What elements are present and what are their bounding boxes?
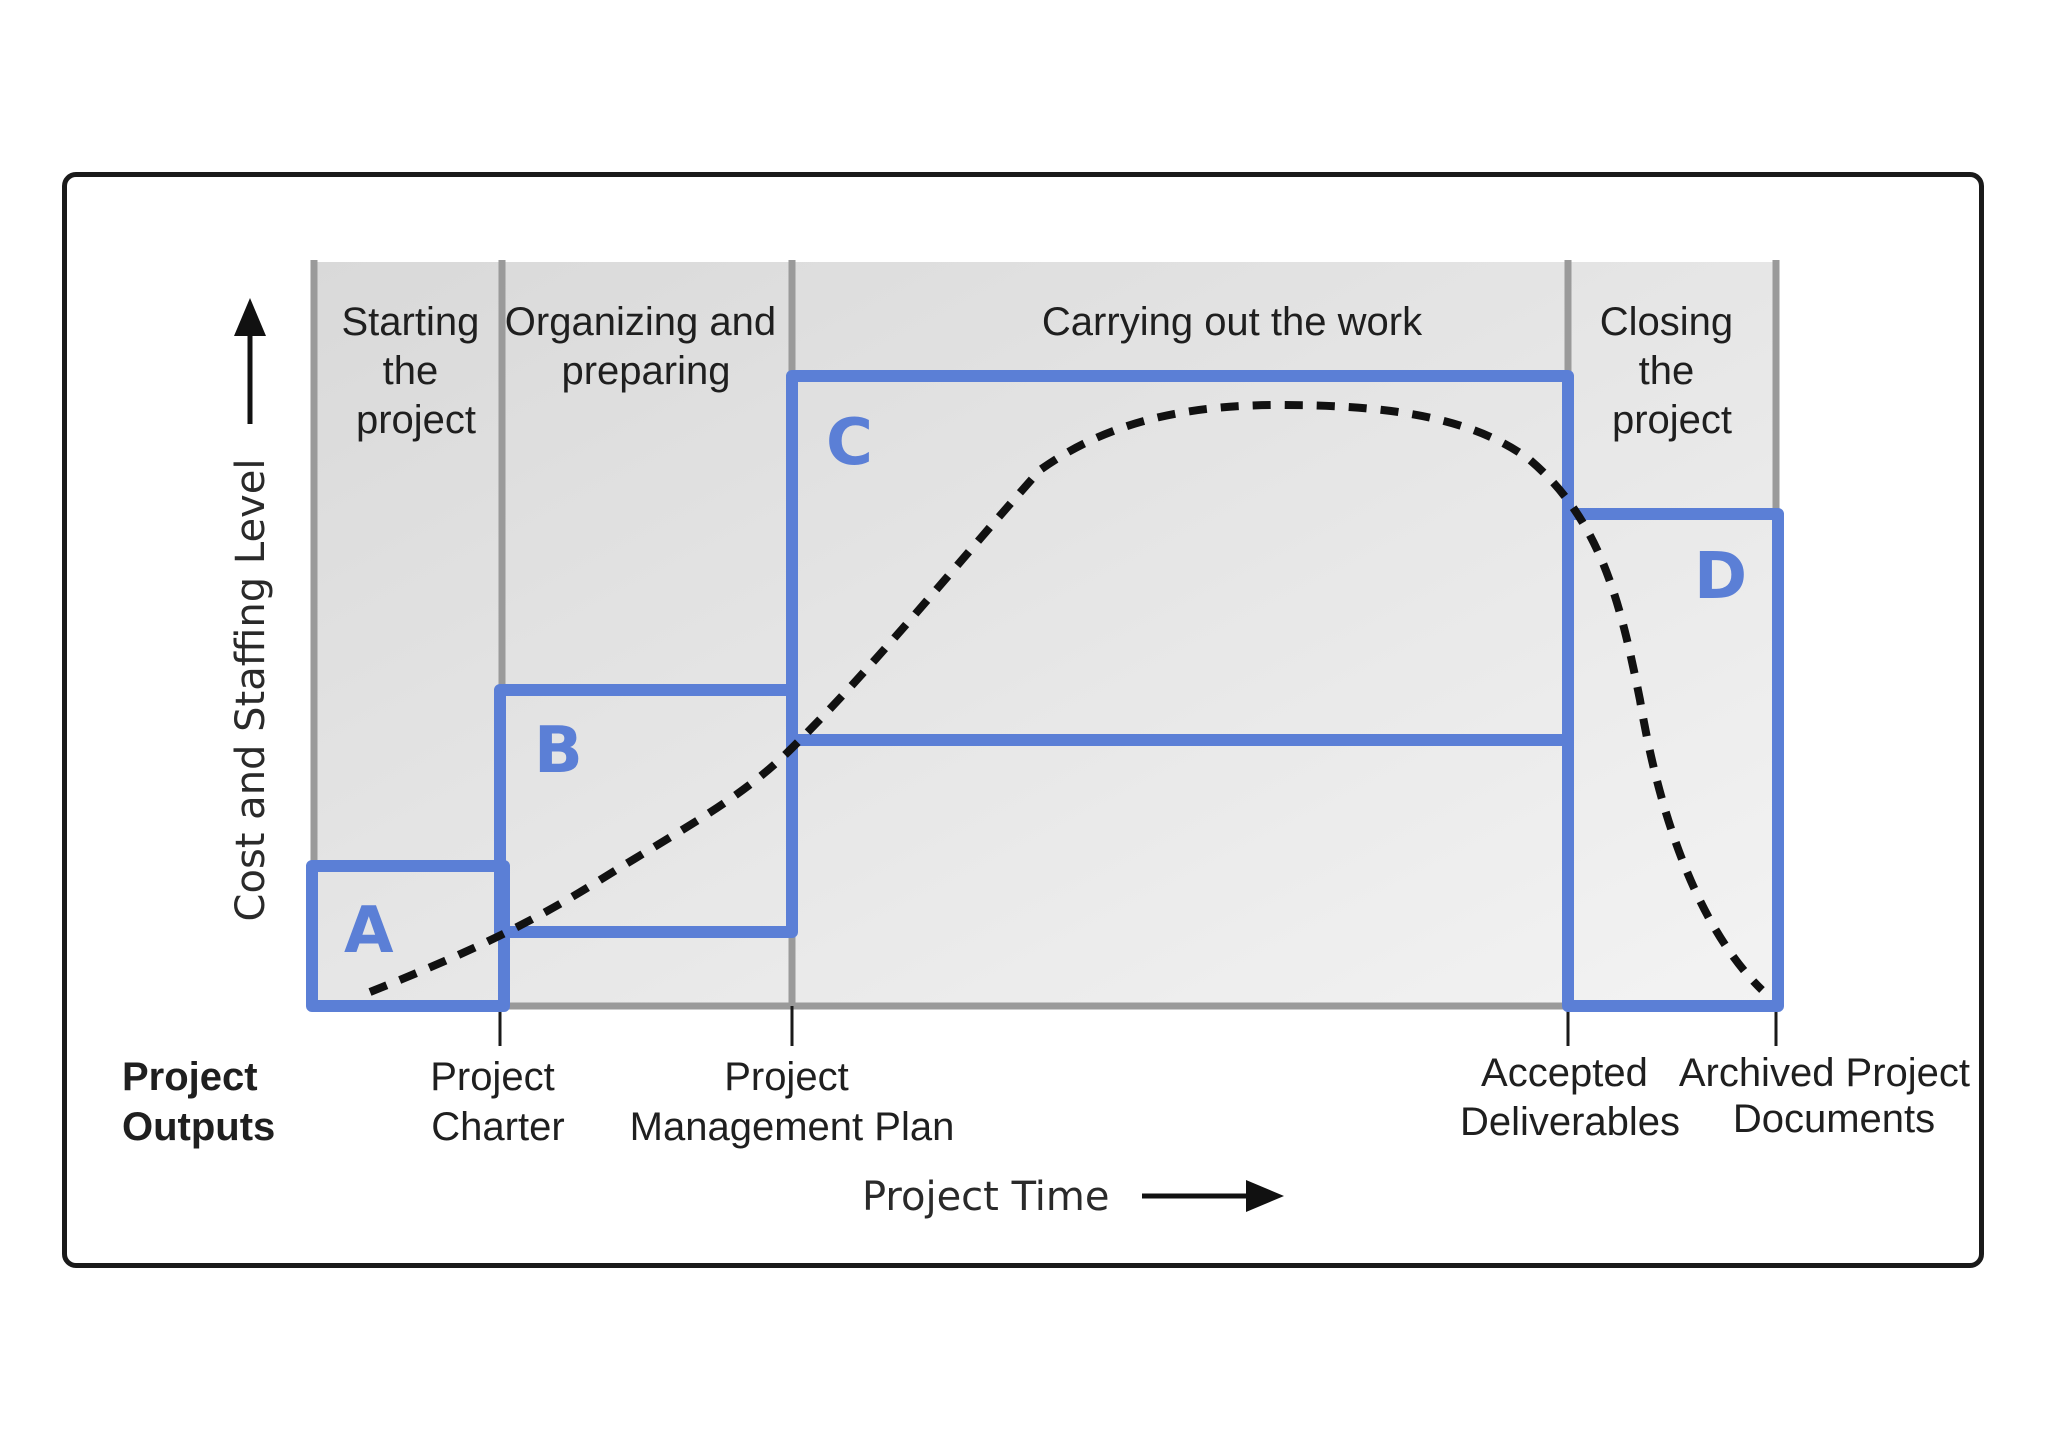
y-axis-label: Cost and Staffing Level	[228, 459, 274, 922]
output-ticks	[498, 1006, 1778, 1046]
output-label-deliverables: Accepted Deliverables	[1460, 1051, 1680, 1144]
phase-label-starting: Starting the project	[342, 300, 491, 442]
phase-boxes	[306, 370, 1784, 1012]
phase-label-closing: Closing the project	[1600, 300, 1745, 442]
box-letter-b: B	[534, 714, 583, 788]
phase-label-carrying-out: Carrying out the work	[1042, 300, 1423, 344]
phase-background	[314, 262, 1778, 1006]
y-axis: Cost and Staffing Level	[228, 298, 274, 921]
box-b	[494, 684, 798, 938]
box-letter-d: D	[1694, 540, 1747, 614]
x-axis: Project Time	[862, 1174, 1284, 1220]
x-axis-label: Project Time	[862, 1174, 1109, 1220]
phase-label-organizing: Organizing and preparing	[505, 300, 787, 393]
output-label-archived: Archived Project Documents	[1679, 1051, 1981, 1141]
x-axis-arrow-icon	[1246, 1180, 1284, 1212]
outputs-heading: Project Outputs	[122, 1055, 275, 1149]
output-label-plan: Project Management Plan	[630, 1055, 955, 1149]
box-letter-a: A	[344, 894, 394, 968]
output-label-charter: Project Charter	[430, 1055, 566, 1149]
box-d	[1562, 508, 1784, 1012]
box-letter-c: C	[826, 406, 873, 480]
y-axis-arrow-icon	[234, 298, 266, 336]
effort-curve	[368, 400, 1765, 996]
